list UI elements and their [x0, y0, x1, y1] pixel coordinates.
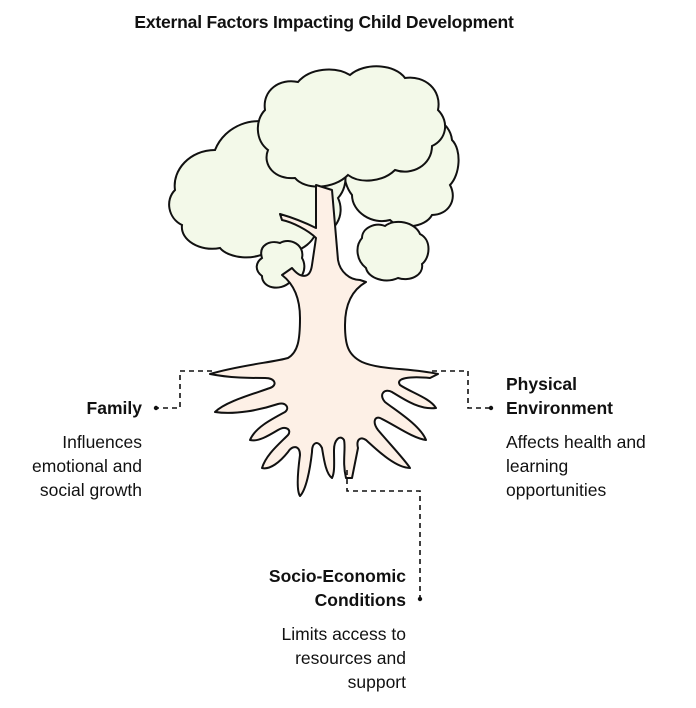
description-line: support: [347, 672, 406, 692]
description-line: learning: [506, 456, 569, 476]
diagram-title: External Factors Impacting Child Develop…: [134, 12, 514, 32]
factor-family-description: Influences emotional and social growth: [0, 430, 142, 502]
description-line: resources and: [295, 648, 406, 668]
description-line: opportunities: [506, 480, 607, 500]
connector-physical: [432, 370, 490, 409]
description-line: social growth: [39, 480, 142, 500]
description-line: emotional and: [32, 456, 142, 476]
description-line: Affects health and: [506, 432, 646, 452]
connector-dot-family: [153, 405, 159, 411]
name-line: Conditions: [314, 590, 406, 610]
factor-family: Family Influences emotional and social g…: [0, 396, 142, 502]
name-line: Socio-Economic: [268, 566, 406, 586]
factor-physical-description: Affects health and learning opportunitie…: [506, 430, 686, 502]
connectors: [157, 370, 490, 598]
foliage-top: [256, 65, 447, 188]
tree-trunk: [209, 184, 439, 497]
factor-socio-description: Limits access to resources and support: [206, 622, 406, 694]
factor-socio-name: Socio-Economic Conditions: [206, 564, 406, 612]
connector-family: [157, 370, 212, 409]
factor-physical-name: Physical Environment: [506, 372, 686, 420]
name-line: Environment: [506, 398, 613, 418]
foliage-small-right: [356, 220, 430, 282]
description-line: Limits access to: [281, 624, 406, 644]
connector-endpoints: [153, 405, 494, 602]
factor-physical-environment: Physical Environment Affects health and …: [506, 372, 686, 502]
connector-dot-physical: [488, 405, 494, 411]
connector-socio: [346, 470, 421, 598]
description-line: Influences: [62, 432, 142, 452]
factor-socio-economic: Socio-Economic Conditions Limits access …: [206, 564, 406, 694]
name-line: Physical: [506, 374, 578, 394]
factor-family-name: Family: [86, 398, 142, 418]
connector-dot-socio: [417, 596, 423, 602]
